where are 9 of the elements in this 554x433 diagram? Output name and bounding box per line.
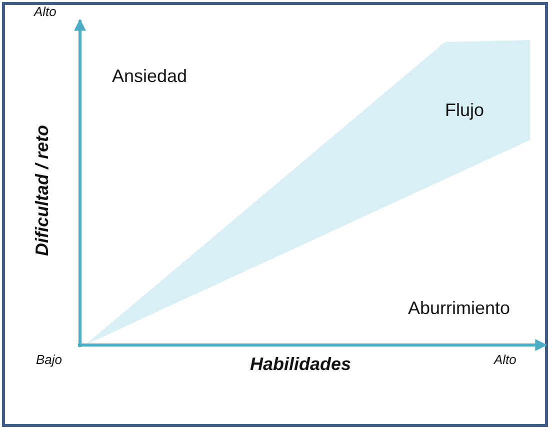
region-label: Aburrimiento (408, 298, 510, 319)
axis-title: Habilidades (250, 354, 352, 375)
axis-tick-label: Alto (34, 4, 56, 19)
flow-channel-band (85, 40, 530, 345)
region-label: Ansiedad (112, 66, 188, 87)
axis-title: Dificultad / reto (32, 124, 52, 256)
axis-tick-label: Bajo (36, 352, 62, 367)
region-label: Flujo (445, 100, 484, 121)
axis-tick-label: Alto (494, 352, 516, 367)
